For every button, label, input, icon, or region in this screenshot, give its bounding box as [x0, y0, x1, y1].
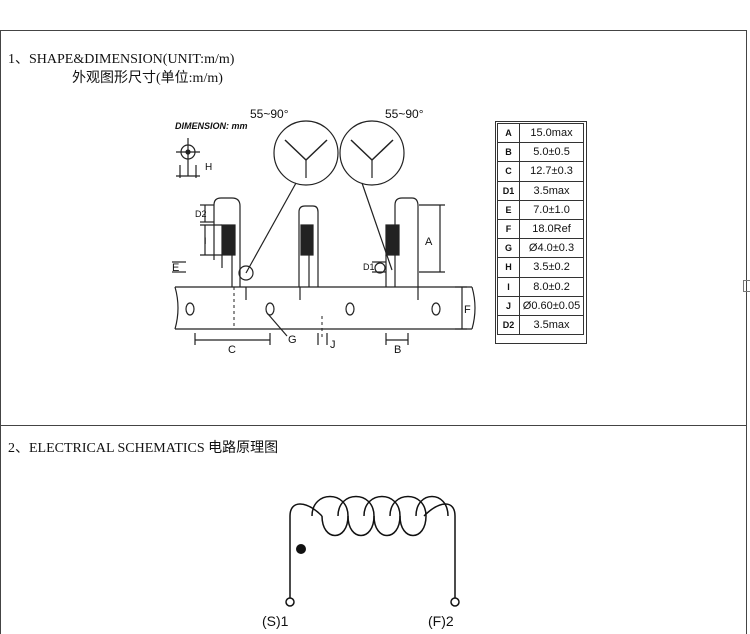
spec-key: J: [497, 295, 520, 316]
section-divider: [0, 425, 747, 426]
angle-left-label: 55~90°: [250, 107, 289, 121]
dim-letter-a: A: [425, 236, 433, 248]
angle-right-label: 55~90°: [385, 107, 424, 121]
spec-value: 12.7±0.3: [519, 161, 584, 182]
spec-value: Ø0.60±0.05: [519, 295, 584, 316]
dim-letter-e: E: [172, 262, 179, 274]
dim-letter-g: G: [288, 334, 297, 346]
spec-key: E: [497, 199, 520, 220]
polarity-dot: [296, 544, 306, 554]
spec-key: D1: [497, 180, 520, 201]
spec-value: 3.5±0.2: [519, 257, 584, 278]
spec-value: 8.0±0.2: [519, 276, 584, 297]
edge-marker: [743, 280, 750, 292]
spec-value: Ø4.0±0.3: [519, 238, 584, 259]
spec-table-border: [495, 121, 587, 344]
spec-key: H: [497, 257, 520, 278]
section1-subtitle: 外观图形尺寸(单位:m/m): [72, 71, 223, 86]
section1-title: 1、SHAPE&DIMENSION(UNIT:m/m): [8, 52, 235, 67]
spec-key: C: [497, 161, 520, 182]
dimension-drawing: DIMENSION: mm 55~90° 55~90° A B C D1 D2 …: [172, 107, 476, 356]
section2-title: 2、ELECTRICAL SCHEMATICS 电路原理图: [8, 441, 279, 456]
dim-letter-c: C: [228, 344, 236, 356]
pin-finish-label: (F)2: [428, 613, 454, 629]
dimension-label: DIMENSION: mm: [175, 121, 248, 131]
spec-value: 18.0Ref: [519, 218, 584, 240]
spec-value: 15.0max: [519, 122, 584, 144]
dim-letter-f: F: [464, 304, 471, 316]
spec-key: A: [497, 122, 520, 144]
dim-letter-d2: D2: [195, 209, 207, 219]
dim-letter-i: I: [204, 236, 207, 246]
spec-value: 3.5max: [519, 180, 584, 201]
spec-key: B: [497, 142, 520, 163]
spec-value: 5.0±0.5: [519, 142, 584, 163]
dim-letter-b: B: [394, 344, 401, 356]
spec-key: D2: [497, 314, 520, 336]
dim-letter-h: H: [205, 162, 212, 173]
coil-schematic: (S)1 (F)2: [262, 495, 460, 629]
datasheet-frame: [0, 30, 747, 634]
spec-key: I: [497, 276, 520, 297]
spec-key: G: [497, 238, 520, 259]
dim-letter-d1: D1: [363, 262, 375, 272]
spec-value: 3.5max: [519, 314, 584, 336]
spec-key: F: [497, 218, 520, 240]
spec-value: 7.0±1.0: [519, 199, 584, 220]
dim-letter-j: J: [330, 339, 336, 351]
pin-start-label: (S)1: [262, 613, 289, 629]
